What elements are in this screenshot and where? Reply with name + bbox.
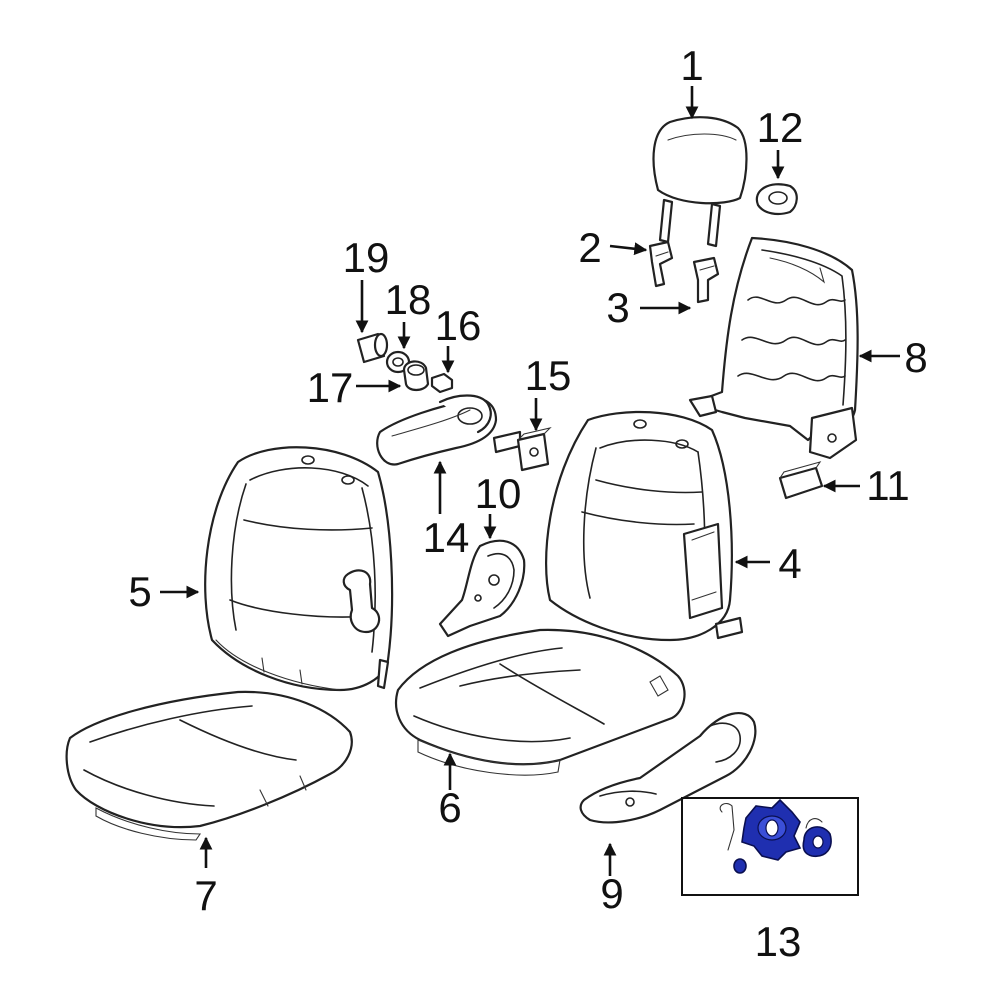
callout-16: 16 xyxy=(435,302,482,349)
seat-cushion-part[interactable] xyxy=(65,690,353,841)
spacer-block-part[interactable] xyxy=(778,461,824,500)
recliner-kit-part[interactable] xyxy=(719,798,832,874)
armrest-part[interactable] xyxy=(376,394,498,466)
callout-1: 1 xyxy=(680,42,703,89)
seat-back-frame-part[interactable] xyxy=(688,236,859,460)
armrest-bracket-part[interactable] xyxy=(492,427,552,472)
callout-7: 7 xyxy=(194,872,217,919)
seat-back-assembly-part[interactable] xyxy=(204,446,394,692)
seat-back-cover-part[interactable] xyxy=(545,410,744,642)
headrest-guide-part[interactable] xyxy=(648,240,674,288)
callout-18: 18 xyxy=(385,276,432,323)
side-cover-part[interactable] xyxy=(438,539,526,638)
callout-17: 17 xyxy=(307,364,354,411)
callout-8: 8 xyxy=(904,334,927,381)
callout-9: 9 xyxy=(600,870,623,917)
callout-15: 15 xyxy=(525,352,572,399)
headrest-part[interactable] xyxy=(652,116,748,248)
collar-part[interactable] xyxy=(402,360,430,392)
callout-10: 10 xyxy=(475,470,522,517)
recliner-kit-box xyxy=(681,797,859,896)
bolt-part[interactable] xyxy=(430,372,454,394)
headrest-guide-lock-part[interactable] xyxy=(692,256,720,304)
bushing-part[interactable] xyxy=(356,332,389,364)
leader-lines xyxy=(160,86,900,876)
knob-part[interactable] xyxy=(755,183,798,216)
callout-4: 4 xyxy=(778,540,801,587)
callout-12: 12 xyxy=(757,104,804,151)
callout-11: 11 xyxy=(866,462,910,509)
callout-14: 14 xyxy=(423,514,470,561)
callout-5: 5 xyxy=(128,568,151,615)
callout-3: 3 xyxy=(606,284,629,331)
callout-6: 6 xyxy=(438,784,461,831)
seat-cushion-cover-part[interactable] xyxy=(394,628,686,776)
side-trim-part[interactable] xyxy=(579,712,757,824)
callout-13: 13 xyxy=(755,918,802,965)
callout-19: 19 xyxy=(343,234,390,281)
callout-2: 2 xyxy=(578,224,601,271)
